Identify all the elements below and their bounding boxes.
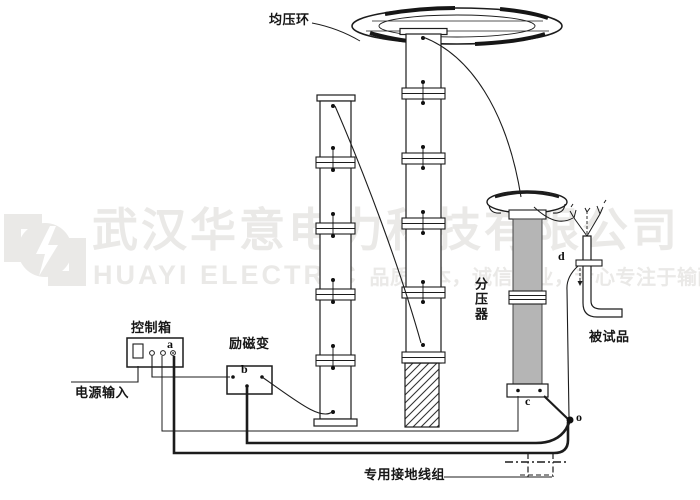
voltage-divider-label: 分压器: [472, 277, 488, 322]
point-b-label: b: [241, 362, 248, 376]
test-object: [569, 199, 623, 318]
hv-lead-to-divider: [422, 36, 522, 198]
conductor-tip-marks: [569, 199, 607, 219]
excitation-transformer-label: 励磁变: [229, 336, 270, 351]
control-box-switch: [132, 343, 144, 359]
node-o-dot: [566, 416, 574, 424]
left-transformer-column: [313, 94, 358, 427]
main-column-terminals: [421, 36, 425, 347]
control-box-label: 控制箱: [131, 320, 172, 335]
control-to-excitation-lead: [151, 356, 230, 378]
excitation-to-column-lead: [261, 376, 333, 415]
power-input-lead: [71, 366, 139, 383]
main-transformer-column: [399, 27, 448, 428]
left-column-base-cap: [313, 418, 358, 427]
test-object-label: 被试品: [589, 329, 630, 344]
point-c-label: c: [525, 394, 531, 408]
test-object-ground-lead: [566, 265, 579, 418]
main-column-flanges: [401, 87, 446, 364]
ground-wire-group-label: 专用接地线组: [364, 467, 446, 482]
left-column-terminals: [331, 104, 335, 414]
grading-ring-pointer-line: [311, 22, 361, 42]
excitation-transformer-box: [226, 365, 273, 395]
test-object-flange: [575, 259, 603, 267]
return-bus-b: [245, 387, 571, 445]
left-column-flanges: [315, 156, 356, 367]
point-a-label: a: [167, 337, 173, 351]
grading-ring-label: 均压环: [269, 12, 310, 27]
down-arrow-icon: [577, 281, 583, 286]
divider-to-test-object-lead: [533, 206, 574, 222]
ground-wire-group: [444, 453, 568, 478]
measuring-cable: [161, 356, 519, 432]
test-object-cable-elbow: [582, 235, 623, 318]
voltage-divider: [486, 190, 568, 398]
huayi-logo-icon: [4, 214, 86, 286]
point-d-label: d: [558, 249, 565, 263]
grading-ring-toroid: [351, 6, 563, 46]
watermark-en: HUAYI ELECTRIC: [93, 260, 360, 290]
divider-base-box: [506, 383, 549, 398]
ground-bus-a: [172, 356, 570, 455]
wiring: [71, 36, 579, 455]
divider-base-to-o: [543, 395, 570, 421]
power-input-label: 电源输入: [75, 385, 130, 400]
main-column-base-pedestal: [404, 362, 440, 428]
point-o-label: o: [576, 410, 582, 424]
cascade-lead: [334, 105, 422, 344]
